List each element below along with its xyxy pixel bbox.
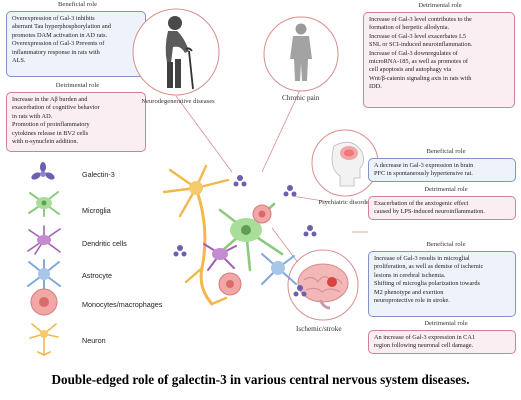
text-line: proliferation, as well as demise of isch… bbox=[374, 263, 484, 271]
text-line: IDD. bbox=[369, 83, 382, 91]
text-line: ALS. bbox=[12, 57, 26, 65]
text-line: Increase of Gal-3 level contributes to t… bbox=[369, 16, 472, 23]
psychiatric-circle bbox=[311, 129, 379, 197]
text-line: exacerbation of cognitive behavior bbox=[12, 104, 100, 112]
text-line: in rats with AD. bbox=[12, 112, 53, 120]
stroke-detrimental-box: An increase of Gal-3 expression in CA1 r… bbox=[368, 330, 516, 354]
legend-label-neuron: Neuron bbox=[82, 336, 106, 345]
text-line: lesions in cerebral ischemia. bbox=[374, 271, 446, 279]
central-cell-illustration bbox=[162, 164, 317, 306]
chronic-pain-circle bbox=[263, 16, 339, 92]
psych-detrimental-box: Exacerbation of the anxiogenic effect ca… bbox=[368, 196, 516, 220]
neuro-beneficial-title: Beneficial role bbox=[58, 1, 97, 8]
text-line: microRNA-185, as well as promotes of bbox=[369, 58, 468, 66]
neuro-detrimental-title: Detrimental role bbox=[55, 82, 100, 89]
neuro-detrimental-box: Increase in the Aβ burden and exacerbati… bbox=[6, 92, 146, 152]
stroke-disease-name: Ischemic/stroke bbox=[296, 325, 342, 333]
legend-label-galectin-3: Galectin-3 bbox=[82, 170, 115, 179]
text-line: cytokines release in BV2 cells bbox=[12, 129, 89, 137]
pain-detrimental-title: Detrimental role bbox=[418, 2, 462, 9]
astrocyte-icon bbox=[27, 259, 61, 290]
text-line: formation of herpetic allodynia. bbox=[369, 24, 450, 32]
legend-label-astrocyte: Astrocyte bbox=[82, 271, 112, 280]
stroke-brain-circle bbox=[287, 249, 359, 321]
neuro-disease-name: Neurodegenerative diseases bbox=[141, 98, 215, 105]
psych-beneficial-box: A decrease in Gal-3 expression in brain … bbox=[368, 158, 516, 182]
text-line: Overexpression of Gal-3 Prevents of bbox=[12, 40, 105, 48]
text-line: Increase of Gal-3 results in microglial bbox=[374, 255, 470, 262]
text-line: Exacerbation of the anxiogenic effect bbox=[374, 200, 469, 207]
text-line: promotes DAM activation in AD rats. bbox=[12, 31, 108, 39]
pain-detrimental-box: Increase of Gal-3 level contributes to t… bbox=[363, 12, 515, 108]
text-line: Increase of Gal-3 downregulates of bbox=[369, 49, 458, 57]
microglia-icon bbox=[28, 191, 60, 217]
text-line: A decrease in Gal-3 expression in brain bbox=[374, 162, 474, 169]
text-line: SNL or SCI-induced neuroinflammation. bbox=[369, 41, 473, 49]
text-line: Shifting of microglia polarization towar… bbox=[374, 280, 480, 288]
text-line: Wnt/β-catenin signaling axis in rats wit… bbox=[369, 74, 472, 82]
text-line: aberrant Tau hyperphosphorylation and bbox=[12, 23, 111, 31]
text-line: An increase of Gal-3 expression in CA1 bbox=[374, 334, 476, 341]
pain-disease-name: Chronic pain bbox=[282, 94, 320, 102]
neuron-icon bbox=[29, 323, 59, 356]
text-line: M2 phenotype and exertion bbox=[374, 288, 444, 296]
legend-label-microglia: Microglia bbox=[82, 206, 111, 215]
psych-detrimental-title: Detrimental role bbox=[424, 186, 468, 193]
legend-label-dendritic-cells: Dendritic cells bbox=[82, 239, 127, 248]
text-line: neuroprotective role in stroke. bbox=[374, 297, 450, 305]
stroke-beneficial-title: Beneficial role bbox=[426, 241, 466, 248]
galectin-3-icon bbox=[31, 162, 55, 180]
elderly-person-circle bbox=[132, 8, 220, 96]
text-line: caused by LPS-induced neuroinflammation. bbox=[374, 208, 485, 216]
text-line: inflammatory response in rats with bbox=[12, 48, 100, 56]
text-line: region following neuronal cell damage. bbox=[374, 342, 474, 350]
legend-label-monocytes-macrophages: Monocytes/macrophages bbox=[82, 300, 163, 309]
stroke-beneficial-box: Increase of Gal-3 results in microglial … bbox=[368, 251, 516, 317]
text-line: PFC in spontaneously hypertensive rat. bbox=[374, 170, 473, 178]
text-line: with α-synuclein addition. bbox=[12, 138, 79, 146]
text-line: Promotion of proinflammatory bbox=[12, 121, 90, 129]
macrophage-icon bbox=[30, 288, 58, 316]
psych-beneficial-title: Beneficial role bbox=[426, 148, 466, 155]
dendritic-cell-icon bbox=[27, 225, 61, 255]
stroke-detrimental-title: Detrimental role bbox=[424, 320, 468, 327]
text-line: Increase of Gal-3 level exacerbates L5 bbox=[369, 32, 467, 40]
text-line: cell apoptosis and autophagy via bbox=[369, 66, 452, 74]
text-line: Overexpression of Gal-3 inhibits bbox=[12, 15, 95, 22]
text-line: Increase in the Aβ burden and bbox=[12, 96, 88, 103]
figure-caption: Double-edged role of galectin-3 in vario… bbox=[51, 372, 470, 387]
neuro-beneficial-box: Overexpression of Gal-3 inhibits aberran… bbox=[6, 11, 146, 77]
psych-disease-name: Psychiatric disorders bbox=[318, 199, 374, 206]
